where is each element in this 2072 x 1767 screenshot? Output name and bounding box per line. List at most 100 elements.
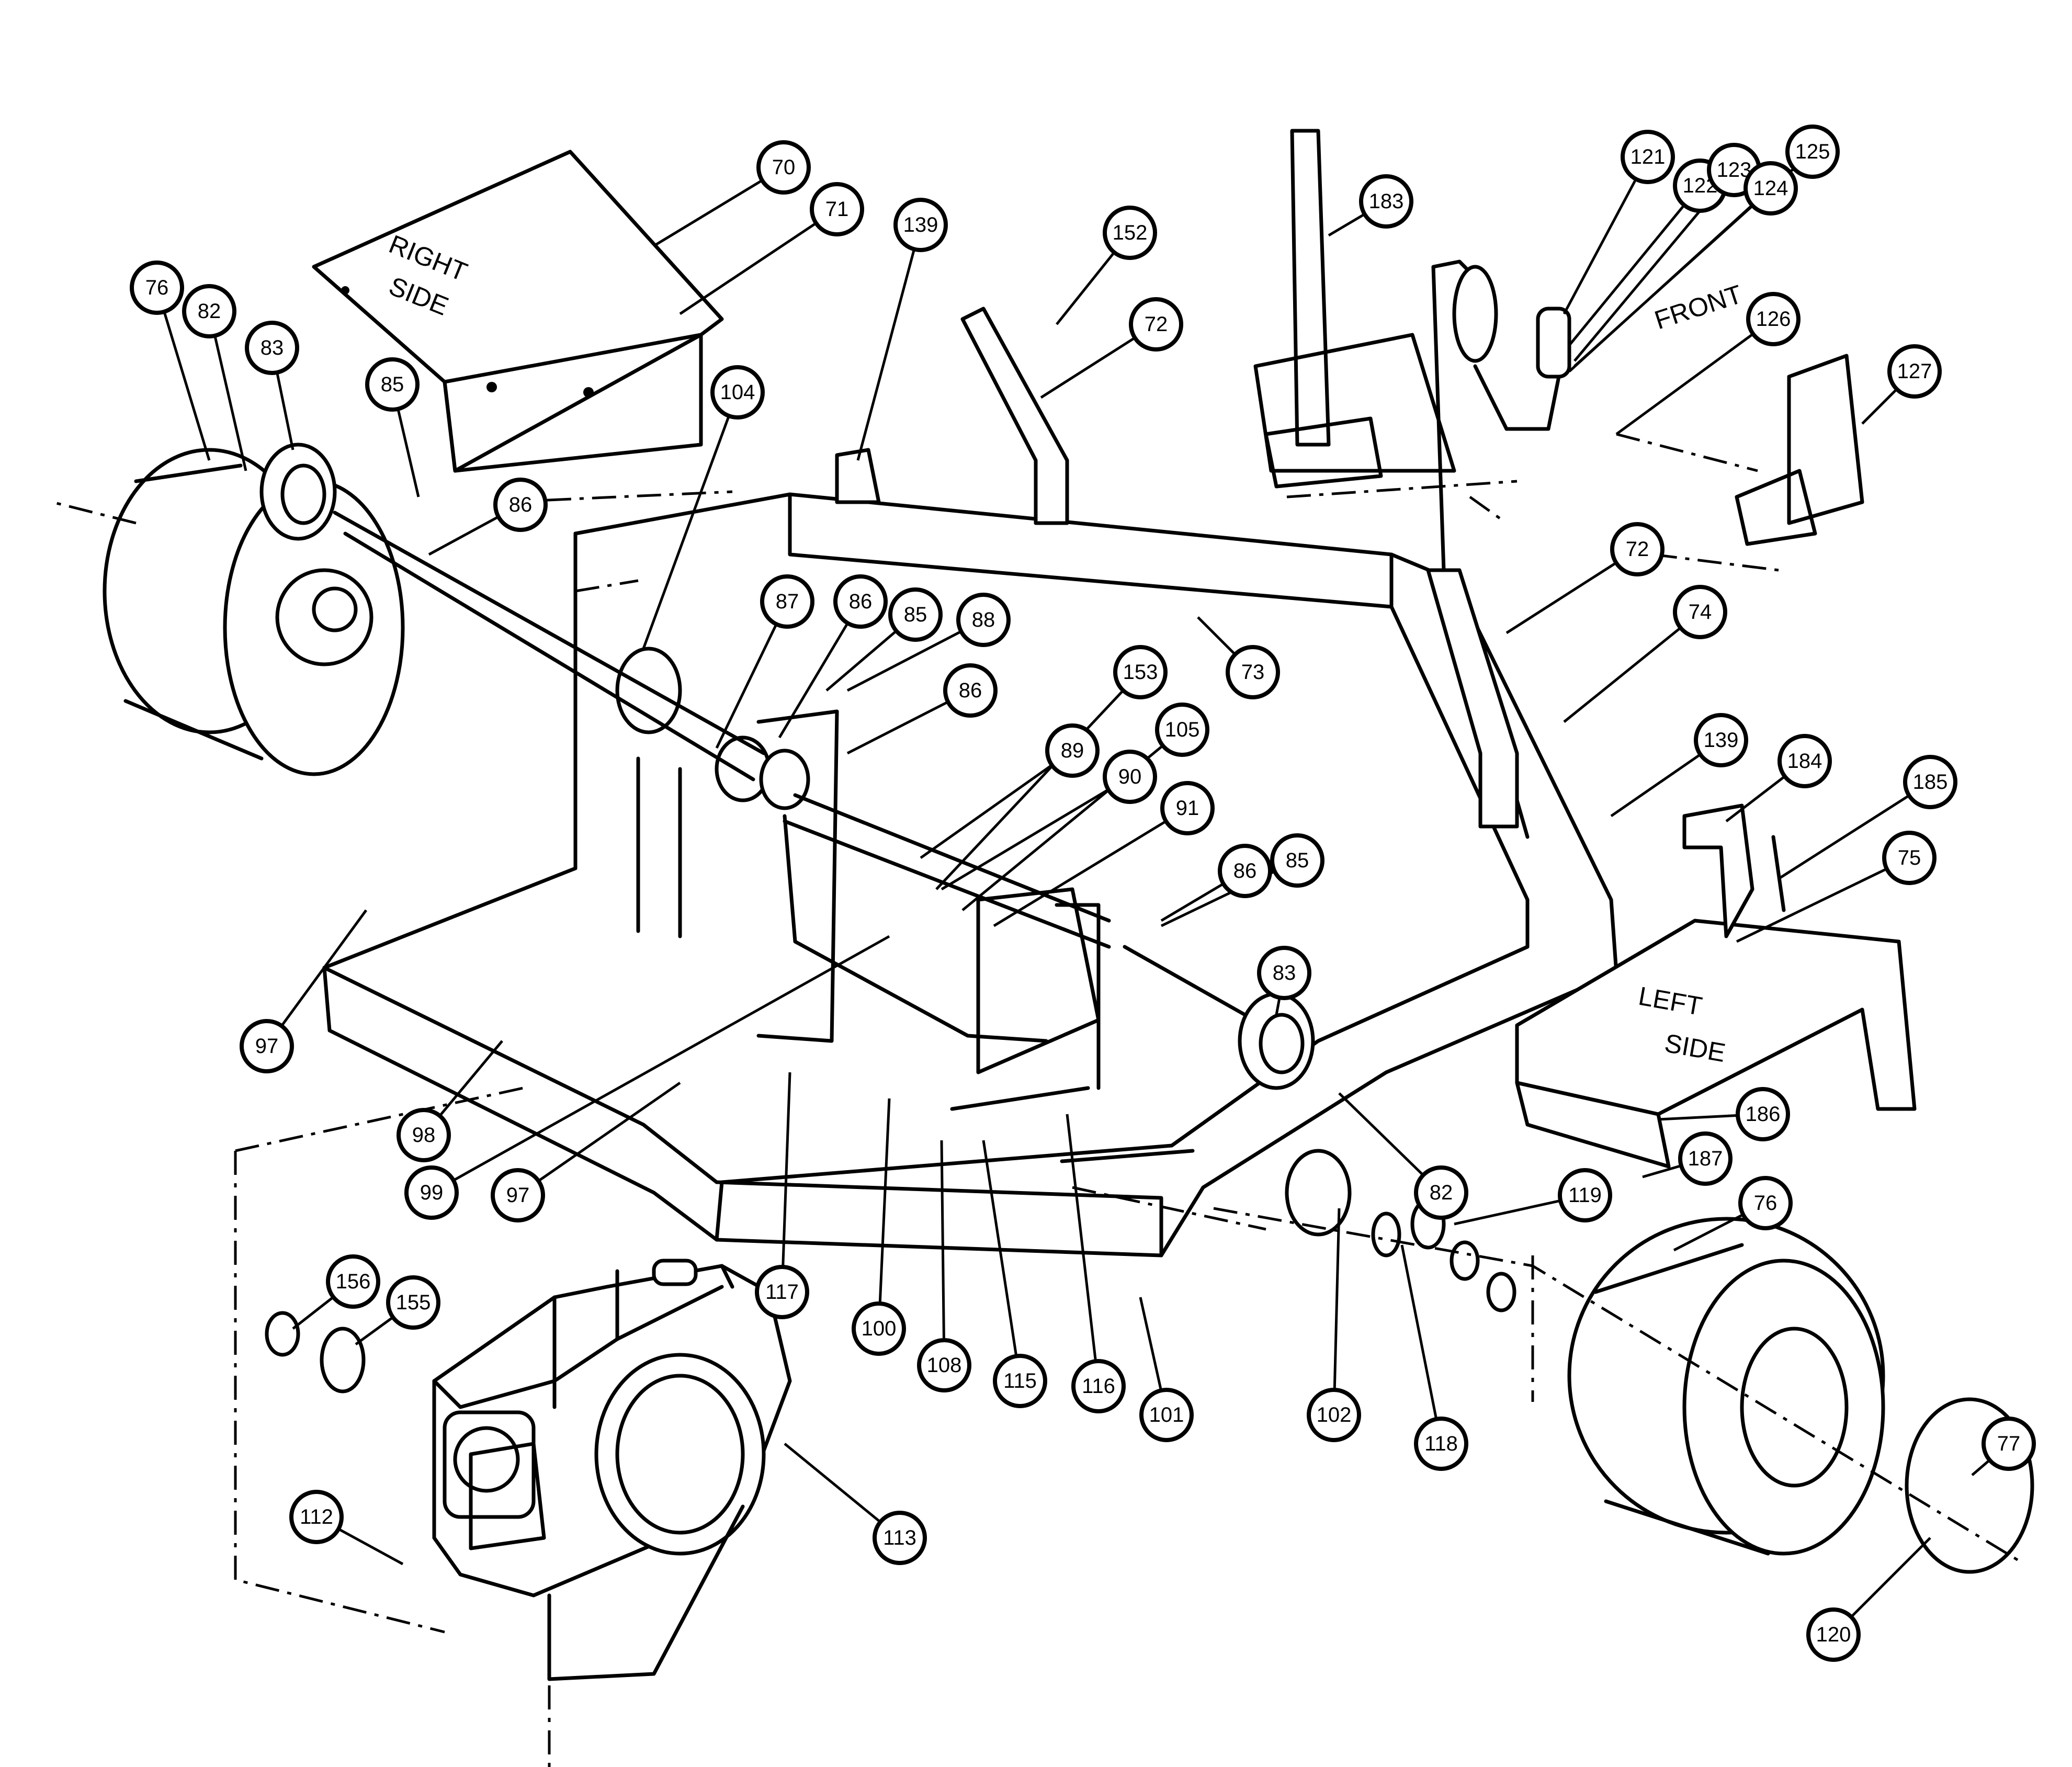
callout-circle (491, 1168, 545, 1222)
leader-line-90 (941, 775, 1131, 891)
callout-circle (888, 587, 943, 642)
callout-circle (386, 1275, 440, 1330)
callout-number: 183 (1369, 190, 1404, 213)
callout-139: 139 (893, 198, 948, 252)
callout-76: 76 (1738, 1176, 1793, 1230)
leader-line-75 (1736, 856, 1910, 943)
callout-number: 99 (420, 1181, 444, 1204)
front-label: FRONT (1651, 279, 1746, 335)
callout-139: 139 (1694, 713, 1748, 767)
callout-127: 127 (1887, 344, 1942, 399)
leader-line-117 (780, 1072, 791, 1293)
callout-82: 82 (1414, 1165, 1468, 1220)
callout-circle (1359, 174, 1413, 229)
callout-number: 76 (1754, 1192, 1777, 1215)
callout-circle (1678, 1131, 1733, 1186)
callout-153: 153 (1113, 645, 1168, 699)
callout-number: 120 (1816, 1623, 1851, 1646)
left-wheel (1567, 1217, 1885, 1556)
callout-89: 89 (1045, 723, 1100, 778)
callout-circle (1806, 1607, 1861, 1662)
callout-circle (943, 663, 998, 718)
callout-number: 108 (927, 1354, 962, 1377)
callout-circle (326, 1254, 380, 1309)
callout-183: 183 (1359, 174, 1413, 229)
callout-number: 89 (1061, 739, 1084, 762)
callout-85: 85 (888, 587, 943, 642)
leader-line-104 (642, 392, 739, 649)
leader-line-108 (940, 1140, 946, 1366)
callout-72: 72 (1610, 522, 1665, 576)
callout-120: 120 (1806, 1607, 1861, 1662)
callout-85: 85 (365, 357, 420, 412)
callout-circle (1414, 1165, 1468, 1220)
callout-86: 86 (493, 478, 548, 532)
callout-number: 77 (1997, 1432, 2021, 1455)
callout-number: 83 (1273, 961, 1296, 984)
callout-circle (1887, 344, 1942, 399)
callout-186: 186 (1736, 1087, 1790, 1141)
callout-187: 187 (1678, 1131, 1733, 1186)
callout-number: 74 (1689, 601, 1712, 624)
callout-circle (1558, 1168, 1612, 1222)
right-side-shield (312, 150, 724, 473)
callout-number: 156 (336, 1270, 371, 1293)
leader-line-153 (935, 671, 1141, 890)
callout-185: 185 (1903, 755, 1957, 809)
callout-circle (1257, 946, 1311, 1000)
callout-number: 124 (1753, 177, 1788, 200)
callout-86: 86 (1218, 844, 1272, 898)
leader-line-118 (1400, 1244, 1443, 1444)
callout-circle (240, 1019, 294, 1073)
callout-70: 70 (756, 140, 811, 195)
callout-circle (245, 321, 299, 375)
callout-circle (833, 574, 888, 629)
callout-number: 86 (849, 590, 873, 613)
callout-number: 139 (1704, 729, 1739, 752)
callout-number: 88 (972, 608, 995, 631)
handle-post (1253, 129, 1456, 489)
callout-circle (756, 140, 811, 195)
callout-circle (1882, 831, 1937, 885)
callout-circle (956, 593, 1011, 647)
callout-97: 97 (240, 1019, 294, 1073)
callout-number: 82 (1430, 1181, 1453, 1204)
callout-74: 74 (1673, 585, 1727, 639)
callout-number: 70 (772, 156, 796, 179)
callout-number: 86 (959, 679, 982, 702)
callout-number: 97 (255, 1035, 279, 1058)
engine (432, 1259, 792, 1681)
callout-117: 117 (755, 1265, 809, 1319)
callout-98: 98 (397, 1108, 451, 1162)
callout-circle (1746, 292, 1801, 346)
callout-number: 126 (1756, 308, 1791, 331)
callout-circle (1785, 124, 1840, 179)
callout-number: 153 (1123, 661, 1158, 684)
callout-104: 104 (710, 365, 765, 420)
callout-number: 102 (1317, 1403, 1352, 1426)
callout-115: 115 (993, 1354, 1047, 1408)
callout-circle (1218, 844, 1272, 898)
leader-line-121 (1563, 156, 1649, 315)
leader-line-89 (920, 749, 1073, 859)
callout-number: 75 (1898, 846, 1921, 869)
callout-circle (1226, 645, 1280, 699)
leader-line-185 (1777, 780, 1931, 880)
leader-line-139 (856, 224, 922, 461)
callout-number: 97 (506, 1184, 530, 1207)
callout-circle (397, 1108, 451, 1162)
callout-circle (1610, 522, 1665, 576)
callout-121: 121 (1621, 130, 1675, 184)
callout-circle (1694, 713, 1748, 767)
callout-circle (852, 1301, 906, 1356)
callout-75: 75 (1882, 831, 1937, 885)
callout-number: 86 (1233, 859, 1257, 882)
leader-line-100 (877, 1098, 891, 1329)
callout-circle (1160, 781, 1215, 835)
callout-number: 119 (1568, 1184, 1602, 1207)
callout-83: 83 (245, 321, 299, 375)
callout-circle (365, 357, 420, 412)
callout-91: 91 (1160, 781, 1215, 835)
callout-108: 108 (917, 1338, 971, 1392)
callout-116: 116 (1071, 1359, 1126, 1413)
